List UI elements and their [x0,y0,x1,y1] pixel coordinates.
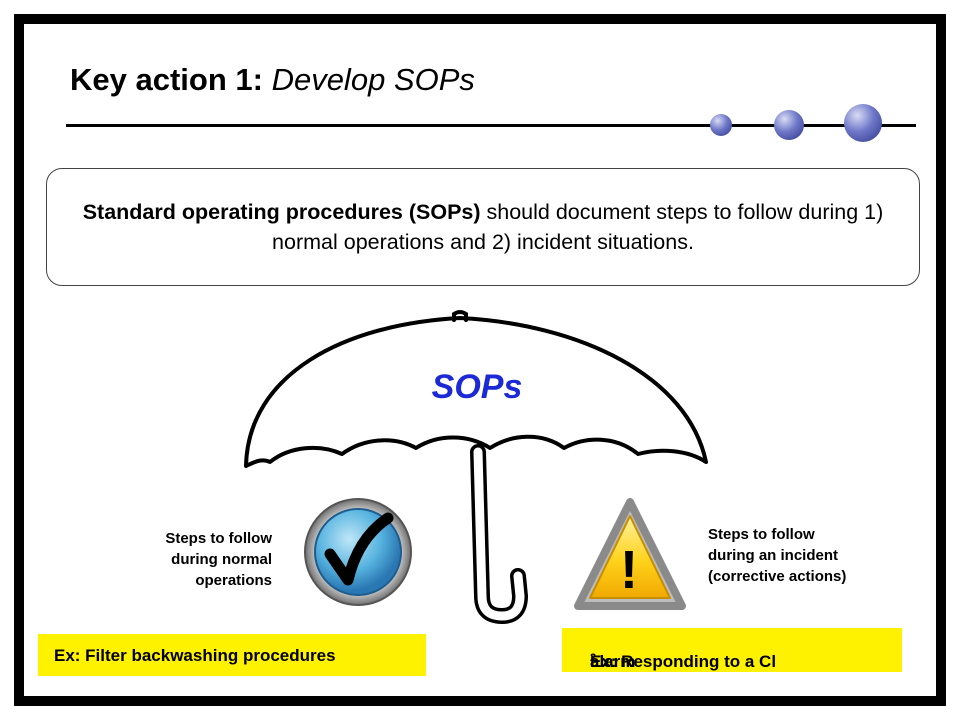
intro-bold: Standard operating procedures (SOPs) [82,200,481,224]
intro-text: Standard operating procedures (SOPs) sho… [47,197,919,257]
warning-icon: ! [574,498,686,610]
warning-glyph: ! [620,540,638,600]
note-line: Steps to follow [165,530,272,547]
decor-dot-medium [774,110,804,140]
note-line: operations [195,572,272,589]
checkmark-icon [304,498,412,606]
note-line: (corrective actions) [708,568,847,585]
title-bold: Key action 1: [70,62,263,97]
example-normal: Ex: Filter backwashing procedures [38,634,426,676]
title-rule [66,124,916,127]
note-line: during an incident [708,547,838,564]
note-line: Steps to follow [708,526,815,543]
umbrella-icon [244,316,708,468]
normal-operations-note: Steps to follow during normal operations [165,528,272,591]
example-suffix: alarm [590,652,636,671]
incident-note: Steps to follow during an incident (corr… [708,524,846,587]
note-line: during normal [171,551,272,568]
intro-box: Standard operating procedures (SOPs) sho… [46,168,920,286]
intro-rest: should document steps to follow during 1… [272,200,884,254]
slide-title: Key action 1: Develop SOPs [70,62,475,98]
umbrella-label: SOPs [431,368,523,406]
title-italic: Develop SOPs [262,62,475,97]
umbrella-graphic: ! [244,310,708,625]
example-prefix: Ex: Responding to a Cl [590,652,777,671]
example-normal-text: Ex: Filter backwashing procedures [54,646,336,665]
slide: Key action 1: Develop SOPs Standard oper… [24,24,936,696]
decor-dot-large [844,104,882,142]
example-subscript: 2 [590,652,597,664]
decor-dot-small [710,114,732,136]
